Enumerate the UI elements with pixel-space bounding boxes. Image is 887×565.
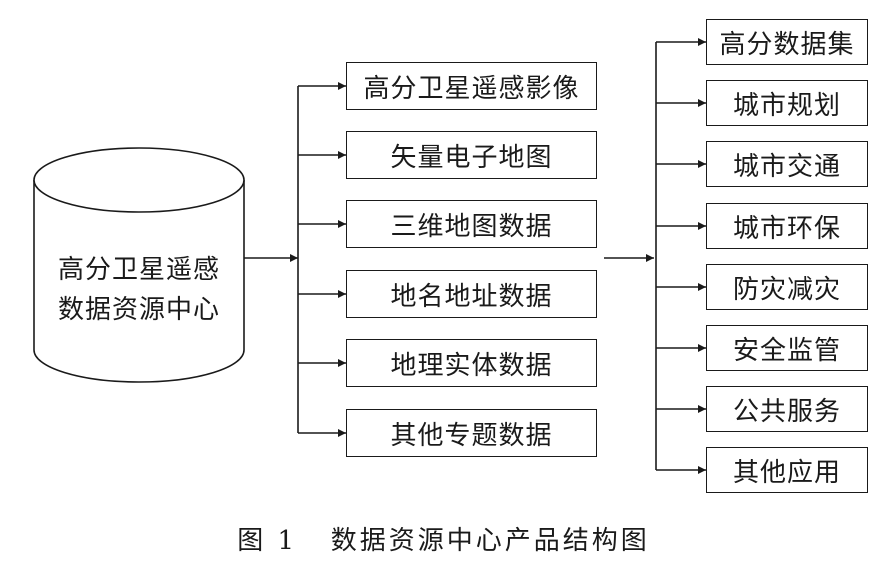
figure-caption: 图 1 数据资源中心产品结构图 bbox=[237, 526, 650, 556]
app-box-hd-dataset: 高分数据集 bbox=[706, 19, 868, 65]
product-box-3d-map: 三维地图数据 bbox=[346, 200, 597, 248]
product-box-hd-imagery: 高分卫星遥感影像 bbox=[346, 62, 597, 110]
data-center-label-line2: 数据资源中心 bbox=[57, 295, 220, 325]
app-box-urban-planning: 城市规划 bbox=[706, 80, 868, 126]
app-box-other-applications: 其他应用 bbox=[706, 447, 868, 493]
database-cylinder-icon bbox=[33, 147, 245, 383]
product-box-place-address: 地名地址数据 bbox=[346, 270, 597, 318]
product-box-other-thematic: 其他专题数据 bbox=[346, 409, 597, 457]
data-center-label: 高分卫星遥感 数据资源中心 bbox=[34, 250, 244, 330]
app-box-urban-environment: 城市环保 bbox=[706, 203, 868, 249]
product-box-geo-entity: 地理实体数据 bbox=[346, 339, 597, 387]
app-box-safety-supervision: 安全监管 bbox=[706, 325, 868, 371]
app-box-public-service: 公共服务 bbox=[706, 386, 868, 432]
app-box-disaster-prevention: 防灾减灾 bbox=[706, 264, 868, 310]
app-box-urban-traffic: 城市交通 bbox=[706, 141, 868, 187]
product-box-vector-map: 矢量电子地图 bbox=[346, 131, 597, 179]
data-center-label-line1: 高分卫星遥感 bbox=[57, 255, 220, 285]
